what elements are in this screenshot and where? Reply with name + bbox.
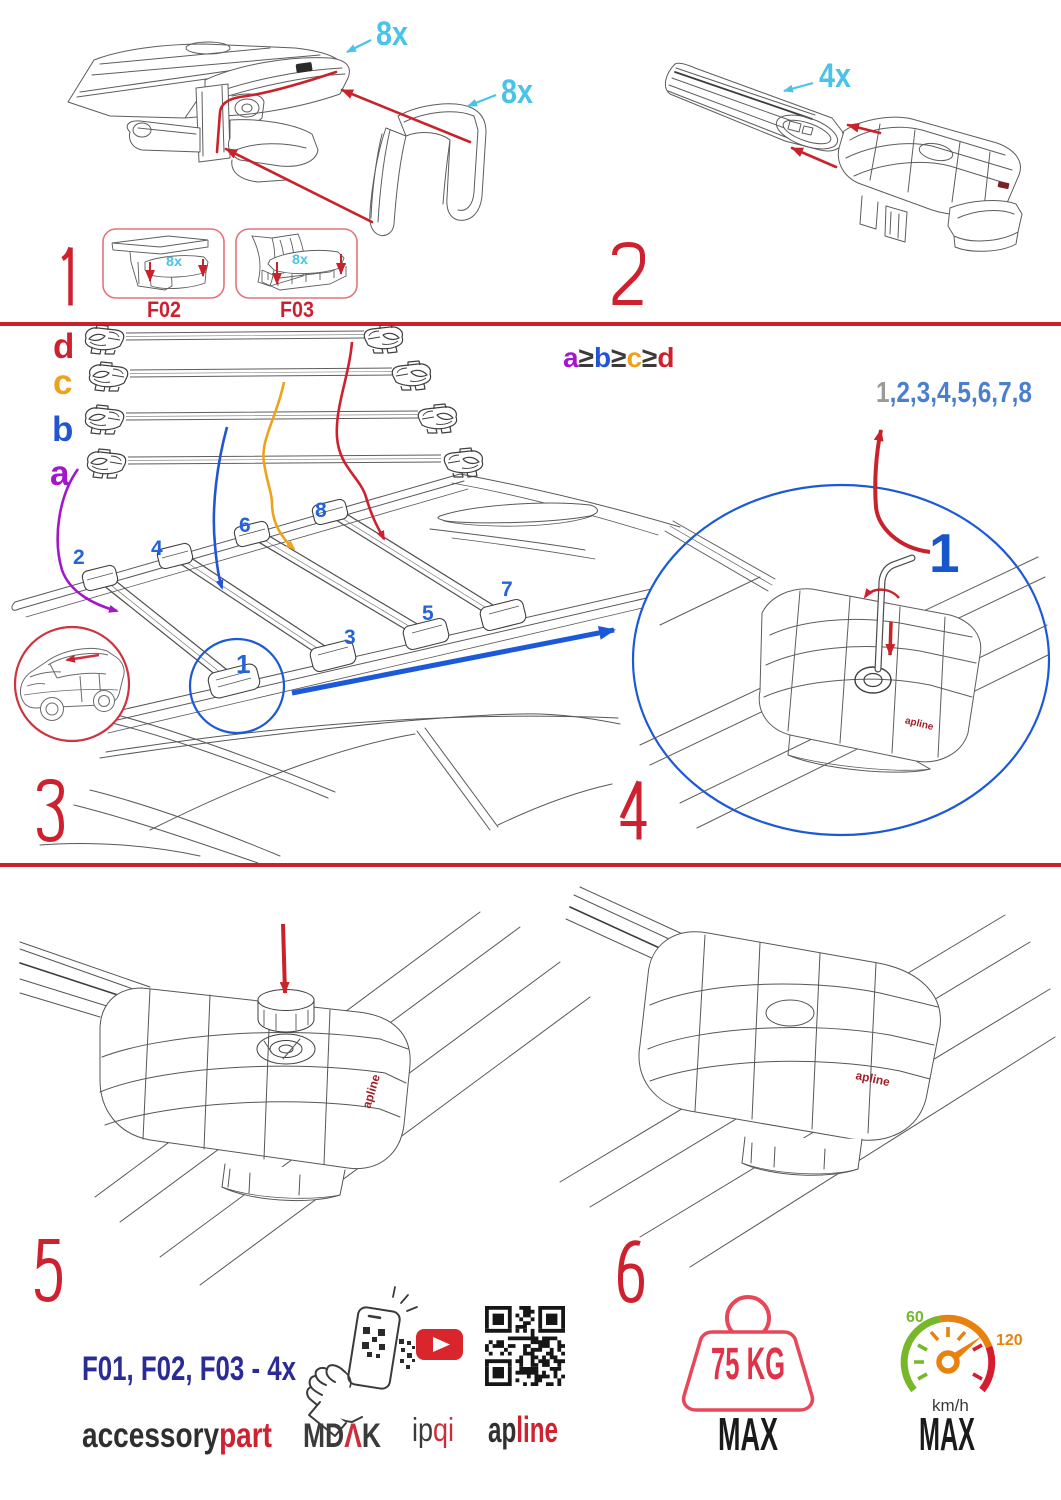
svg-text:75 KG: 75 KG [711, 1338, 785, 1389]
svg-text:F02: F02 [147, 297, 181, 322]
svg-text:2: 2 [73, 546, 85, 569]
svg-text:accessorypart: accessorypart [82, 1416, 272, 1455]
svg-text:a: a [50, 454, 70, 493]
svg-text:km/h: km/h [932, 1396, 969, 1415]
svg-text:MDΛK: MDΛK [303, 1417, 381, 1455]
svg-text:8: 8 [315, 499, 327, 522]
svg-text:MAX: MAX [919, 1408, 975, 1460]
svg-text:8x: 8x [166, 253, 182, 269]
svg-text:F03: F03 [280, 297, 314, 322]
svg-text:8x: 8x [292, 251, 308, 267]
svg-text:b: b [52, 410, 73, 449]
svg-text:8x: 8x [376, 15, 408, 53]
svg-text:5: 5 [422, 602, 434, 625]
svg-text:F01, F02, F03 - 4x: F01, F02, F03 - 4x [82, 1350, 296, 1388]
svg-text:6: 6 [239, 514, 251, 537]
svg-text:120: 120 [996, 1332, 1023, 1349]
svg-text:c: c [53, 363, 72, 402]
svg-text:8x: 8x [501, 73, 533, 111]
svg-text:apline: apline [488, 1409, 558, 1450]
svg-text:7: 7 [501, 578, 513, 601]
svg-text:MAX: MAX [718, 1408, 778, 1460]
svg-text:1: 1 [929, 522, 960, 584]
svg-text:d: d [53, 327, 74, 366]
svg-text:4: 4 [151, 537, 163, 560]
svg-text:a≥b≥c≥d: a≥b≥c≥d [563, 342, 675, 373]
svg-text:60: 60 [906, 1309, 924, 1326]
svg-text:1: 1 [236, 649, 250, 679]
svg-text:3: 3 [344, 626, 356, 649]
svg-text:ipqi: ipqi [412, 1411, 454, 1448]
svg-text:4x: 4x [819, 57, 851, 95]
svg-text:1,2,3,4,5,6,7,8: 1,2,3,4,5,6,7,8 [876, 377, 1032, 409]
